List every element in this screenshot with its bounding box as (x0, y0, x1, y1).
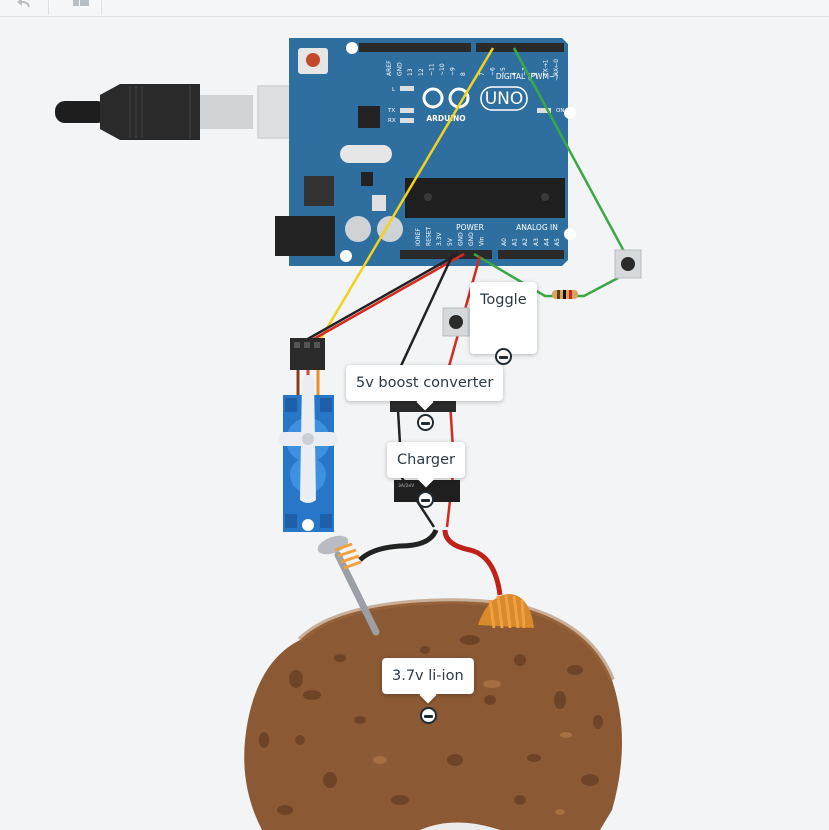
pin-label: Vin (479, 236, 486, 246)
charger-collapse-button[interactable] (417, 491, 434, 508)
pushbutton-toggle[interactable] (442, 307, 470, 337)
toggle-callout[interactable]: Toggle (470, 282, 537, 364)
boost-callout[interactable]: 5v boost converter (346, 365, 504, 411)
digital-header-text: DIGITAL (PWM~) (496, 72, 558, 81)
battery-collapse-button[interactable] (420, 707, 437, 724)
circuit-drawing: UNO ARDUINO DIGITAL (PWM~) POWER ANALOG … (55, 38, 642, 830)
wire-black-servo[interactable] (305, 252, 459, 342)
battery-label: 3.7v li-ion (392, 668, 464, 684)
pin-label: A0 (501, 238, 508, 246)
charger-label: Charger (397, 452, 455, 468)
toggle-label: Toggle (480, 292, 527, 308)
pin-label: RESET (426, 226, 433, 246)
wire-battery-negative[interactable] (358, 528, 439, 562)
split-view-icon (73, 0, 89, 6)
pin-label: AREF (386, 60, 393, 76)
wire-black-charger[interactable] (396, 409, 436, 528)
pin-label: 5V (447, 237, 454, 246)
wire-battery-positive[interactable] (442, 529, 503, 596)
wire-green-pin4[interactable] (512, 47, 628, 256)
pin-label: RX←0 (553, 59, 560, 76)
charger-callout[interactable]: Charger (387, 442, 465, 488)
toggle-collapse-button[interactable] (495, 348, 512, 365)
wire-yellow-signal[interactable] (318, 47, 495, 341)
undo-icon (17, 0, 30, 7)
pin-label: GND (468, 232, 475, 246)
rx-led-label: RX (388, 118, 396, 124)
pin-label: TX→1 (543, 59, 550, 77)
pin-label: ~10 (439, 63, 446, 76)
analog-header-text: ANALOG IN (516, 223, 558, 232)
pin-label: ~6 (490, 67, 497, 76)
pin-label: GND (457, 232, 464, 246)
pin-label: A1 (512, 238, 519, 246)
undo-button[interactable] (0, 0, 49, 15)
toolbar (0, 0, 829, 17)
pin-label: ~9 (450, 67, 457, 76)
view-toggle-button[interactable] (49, 0, 102, 15)
zinc-nail-electrode[interactable] (315, 532, 380, 636)
boost-collapse-button[interactable] (417, 414, 434, 431)
pin-label: 2 (532, 72, 539, 76)
wire-red-servo[interactable] (311, 252, 465, 342)
l-led-label: L (392, 87, 396, 93)
charger-chip-text: 3A/2eV (398, 483, 415, 489)
pin-label: 12 (418, 68, 425, 76)
usb-cable[interactable] (55, 84, 331, 140)
pin-label: 13 (407, 68, 414, 76)
pin-label: 4 (511, 72, 518, 76)
pin-label: IOREF (415, 228, 422, 246)
pin-label: A4 (543, 238, 550, 246)
pin-label: A2 (522, 238, 529, 246)
board-brand-text: UNO (485, 89, 524, 109)
board-maker-text: ARDUINO (426, 114, 465, 123)
battery-callout[interactable]: 3.7v li-ion (382, 658, 474, 704)
boost-label: 5v boost converter (356, 375, 494, 391)
pin-label: ~3 (521, 67, 528, 76)
pin-label: ~5 (500, 67, 507, 76)
pin-label: GND (397, 62, 404, 76)
on-led-label: ON (556, 108, 564, 114)
power-header-text: POWER (456, 223, 484, 232)
tx-led-label: TX (387, 108, 395, 114)
pin-label: ~11 (428, 63, 435, 76)
pushbutton-right[interactable] (614, 249, 642, 279)
pin-label: 8 (460, 72, 467, 76)
circuit-canvas[interactable]: UNO ARDUINO DIGITAL (PWM~) POWER ANALOG … (0, 17, 829, 830)
resistor[interactable] (552, 290, 578, 299)
servo-motor[interactable] (278, 338, 338, 532)
arduino-uno-board[interactable]: UNO ARDUINO DIGITAL (PWM~) POWER ANALOG … (275, 38, 576, 266)
pin-label: A3 (533, 238, 540, 246)
copper-electrode[interactable] (478, 594, 534, 629)
wire-black-boost[interactable] (398, 253, 455, 369)
pin-label: A5 (554, 238, 561, 246)
pin-label: 3.3V (436, 231, 443, 246)
pin-label: 7 (479, 72, 486, 76)
